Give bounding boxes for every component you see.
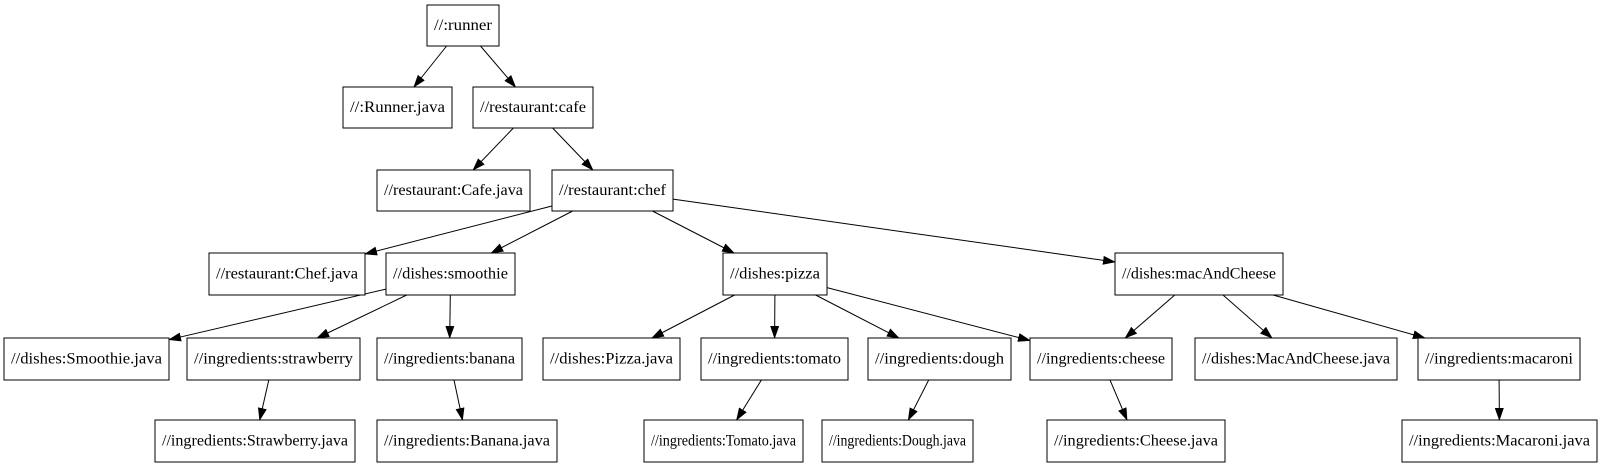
graph-node-cafe-java: //restaurant:Cafe.java: [376, 169, 531, 212]
edge-tomato-to-tomato-java: [736, 379, 762, 421]
node-label-chef: //restaurant:chef: [559, 182, 667, 199]
node-label-mac-and-cheese: //dishes:macAndCheese: [1122, 266, 1276, 283]
graph-node-strawberry-java: //ingredients:Strawberry.java: [154, 419, 356, 463]
node-box-banana-java: [376, 419, 558, 463]
edge-cafe-to-cafe-java: [472, 127, 514, 171]
edge-mac-and-cheese-to-macaroni: [1272, 294, 1426, 340]
node-label-macaroni: //ingredients:macaroni: [1425, 351, 1574, 368]
node-box-cafe-java: [376, 169, 531, 212]
node-box-dough: [867, 337, 1012, 381]
edge-mac-and-cheese-to-mac-and-cheese-java: [1222, 294, 1273, 339]
edge-runner-to-runner-java: [413, 45, 447, 88]
node-box-banana: [376, 337, 523, 381]
graph-node-mac-and-cheese-java: //dishes:MacAndCheese.java: [1194, 337, 1398, 381]
edge-runner-to-cafe: [480, 45, 517, 88]
graph-node-macaroni: //ingredients:macaroni: [1417, 337, 1581, 381]
graph-node-pizza: //dishes:pizza: [722, 252, 828, 296]
graph-node-cafe: //restaurant:cafe: [472, 86, 594, 129]
node-label-dough: //ingredients:dough: [875, 351, 1004, 368]
node-label-banana-java: //ingredients:Banana.java: [384, 433, 550, 450]
node-label-strawberry-java: //ingredients:Strawberry.java: [162, 433, 348, 450]
graph-node-tomato-java: //ingredients:Tomato.java: [643, 419, 804, 463]
node-box-chef-java: [208, 252, 366, 296]
node-label-chef-java: //restaurant:Chef.java: [216, 266, 358, 283]
node-box-smoothie-java: [3, 337, 170, 381]
graph-node-chef: //restaurant:chef: [551, 169, 674, 212]
edge-smoothie-to-strawberry: [316, 294, 408, 339]
node-label-smoothie-java: //dishes:Smoothie.java: [11, 351, 162, 368]
edge-strawberry-to-strawberry-java: [257, 379, 270, 421]
edge-banana-to-banana-java: [453, 379, 465, 421]
node-box-macaroni: [1417, 337, 1581, 381]
node-label-banana: //ingredients:banana: [384, 351, 515, 368]
node-label-tomato: //ingredients:tomato: [708, 351, 841, 368]
graph-node-cheese-java: //ingredients:Cheese.java: [1046, 419, 1226, 463]
node-box-strawberry: [186, 337, 361, 381]
node-box-chef: [551, 169, 674, 212]
graph-node-tomato: //ingredients:tomato: [700, 337, 849, 381]
edge-pizza-to-cheese: [826, 287, 1031, 342]
edge-pizza-to-dough: [815, 294, 900, 339]
node-label-cheese-java: //ingredients:Cheese.java: [1054, 433, 1218, 450]
node-label-tomato-java: //ingredients:Tomato.java: [651, 433, 796, 450]
graph-node-chef-java: //restaurant:Chef.java: [208, 252, 366, 296]
graph-node-runner-java: //:Runner.java: [342, 86, 453, 129]
graph-node-dough: //ingredients:dough: [867, 337, 1012, 381]
graph-node-banana: //ingredients:banana: [376, 337, 523, 381]
node-box-mac-and-cheese: [1114, 252, 1284, 296]
edge-dough-to-dough-java: [907, 379, 930, 421]
node-box-tomato: [700, 337, 849, 381]
node-label-dough-java: //ingredients:Dough.java: [829, 433, 966, 450]
edge-smoothie-to-smoothie-java: [168, 288, 387, 342]
node-label-cafe: //restaurant:cafe: [480, 99, 586, 116]
node-label-mac-and-cheese-java: //dishes:MacAndCheese.java: [1202, 351, 1390, 368]
node-label-cheese: //ingredients:cheese: [1037, 351, 1165, 368]
graph-node-pizza-java: //dishes:Pizza.java: [542, 337, 681, 381]
node-label-smoothie: //dishes:smoothie: [393, 266, 508, 283]
node-box-pizza: [722, 252, 828, 296]
node-box-runner-java: [342, 86, 453, 129]
node-box-strawberry-java: [154, 419, 356, 463]
node-box-cheese-java: [1046, 419, 1226, 463]
node-box-macaroni-java: [1401, 419, 1598, 463]
node-label-cafe-java: //restaurant:Cafe.java: [384, 182, 523, 199]
node-label-macaroni-java: //ingredients:Macaroni.java: [1409, 433, 1590, 450]
graph-node-dough-java: //ingredients:Dough.java: [821, 419, 974, 463]
graph-node-cheese: //ingredients:cheese: [1029, 337, 1173, 381]
graph-node-strawberry: //ingredients:strawberry: [186, 337, 361, 381]
node-label-runner: //:runner: [434, 17, 493, 34]
graph-node-smoothie-java: //dishes:Smoothie.java: [3, 337, 170, 381]
node-box-dough-java: [821, 419, 974, 463]
graph-node-smoothie: //dishes:smoothie: [385, 252, 516, 296]
node-box-cafe: [472, 86, 594, 129]
edge-cheese-to-cheese-java: [1109, 379, 1128, 421]
graph-node-banana-java: //ingredients:Banana.java: [376, 419, 558, 463]
graph-node-runner: //:runner: [426, 4, 500, 47]
graph-node-macaroni-java: //ingredients:Macaroni.java: [1401, 419, 1598, 463]
edge-pizza-to-pizza-java: [651, 294, 735, 339]
node-box-tomato-java: [643, 419, 804, 463]
edge-chef-to-smoothie: [490, 210, 573, 254]
edge-chef-to-mac-and-cheese: [672, 198, 1116, 265]
node-box-mac-and-cheese-java: [1194, 337, 1398, 381]
edge-cafe-to-chef: [552, 127, 594, 171]
edge-chef-to-pizza: [652, 210, 735, 254]
edge-chef-to-chef-java: [364, 205, 553, 256]
node-label-runner-java: //:Runner.java: [350, 99, 445, 116]
node-box-cheese: [1029, 337, 1173, 381]
node-label-pizza-java: //dishes:Pizza.java: [550, 351, 673, 368]
edge-smoothie-to-banana: [445, 294, 455, 339]
node-box-pizza-java: [542, 337, 681, 381]
node-box-smoothie: [385, 252, 516, 296]
node-label-strawberry: //ingredients:strawberry: [194, 351, 353, 368]
graph-node-mac-and-cheese: //dishes:macAndCheese: [1114, 252, 1284, 296]
node-label-pizza: //dishes:pizza: [730, 266, 820, 283]
node-box-runner: [426, 4, 500, 47]
edge-mac-and-cheese-to-cheese: [1124, 294, 1176, 339]
